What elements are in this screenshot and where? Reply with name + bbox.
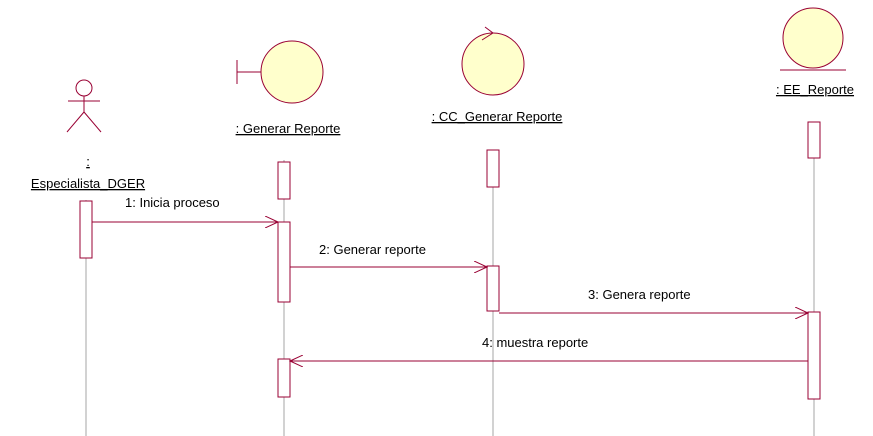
boundary-label: : Generar Reporte	[236, 121, 341, 136]
boundary-activation-2	[277, 358, 291, 398]
message-1-label: 1: Inicia proceso	[125, 195, 220, 210]
message-3-label: 3: Genera reporte	[588, 287, 691, 302]
control-object-icon	[461, 26, 525, 96]
entity-label: : EE_Reporte	[776, 82, 854, 97]
control-activation	[486, 265, 500, 312]
entity-object-icon	[780, 7, 846, 71]
actor-label-colon: :	[86, 154, 90, 169]
control-header-box	[486, 149, 500, 188]
boundary-header-box	[277, 161, 291, 200]
actor-figure-icon	[66, 79, 102, 133]
actor-activation	[79, 200, 93, 259]
control-label: : CC_Generar Reporte	[432, 109, 563, 124]
boundary-object-icon	[236, 40, 324, 104]
entity-activation	[807, 311, 821, 400]
message-4-label: 4: muestra reporte	[482, 335, 588, 350]
actor-label: Especialista_DGER	[31, 176, 145, 191]
entity-header-box	[807, 121, 821, 159]
message-2-label: 2: Generar reporte	[319, 242, 426, 257]
boundary-activation-1	[277, 221, 291, 303]
